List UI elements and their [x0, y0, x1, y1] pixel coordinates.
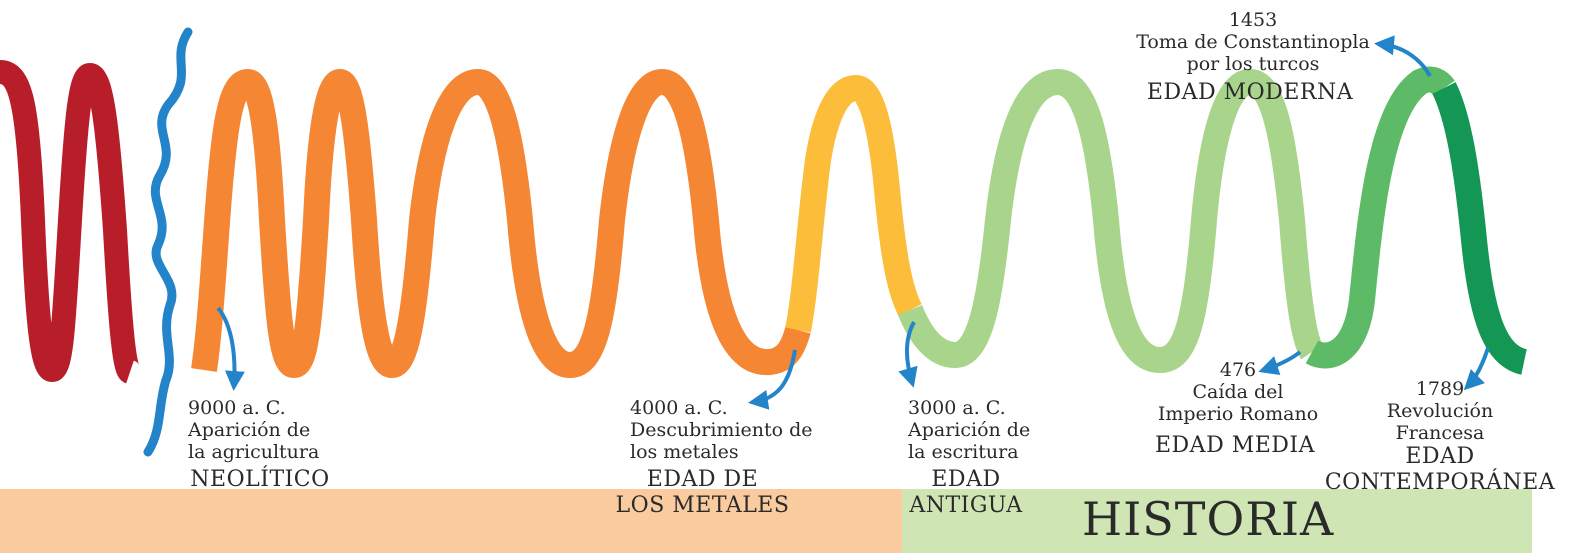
event-rome-line1: Caída del [1192, 381, 1284, 403]
event-writing-line1: Aparición de [908, 419, 1031, 441]
event-agriculture-line1: Aparición de [188, 419, 311, 441]
era-contemporary-line1: EDAD [1405, 444, 1475, 469]
event-constantinople-line2: por los turcos [1186, 53, 1320, 75]
era-neolithic-label: NEOLÍTICO [190, 467, 330, 492]
event-revolution: 1789 Revolución Francesa [1380, 378, 1500, 444]
era-middle: EDAD MEDIA [1140, 433, 1330, 459]
event-constantinople-line1: Toma de Constantinopla [1136, 31, 1370, 53]
event-constantinople: 1453 Toma de Constantinopla por los turc… [1128, 9, 1378, 75]
history-band [902, 489, 1532, 553]
era-middle-label: EDAD MEDIA [1154, 433, 1316, 458]
yellow-wave-segment [785, 74, 922, 333]
event-rome-line2: Imperio Romano [1157, 403, 1319, 425]
event-revolution-date: 1789 [1415, 378, 1465, 400]
event-agriculture: 9000 a. C. Aparición de la agricultura [188, 397, 319, 463]
arrow-constantinople [1374, 35, 1432, 78]
era-metals-line2: LOS METALES [615, 493, 790, 518]
event-constantinople-date: 1453 [1228, 9, 1278, 31]
arrow-writing [898, 321, 918, 388]
prehistory-band [0, 489, 902, 553]
orange-wave-segment [191, 68, 811, 379]
event-writing: 3000 a. C. Aparición de la escritura [908, 397, 1030, 463]
era-contemporary: EDAD CONTEMPORÁNEA [1312, 444, 1568, 496]
dark-green-wave-segment [1432, 82, 1528, 375]
event-revolution-line1: Revolución [1386, 400, 1494, 422]
arrow-rome [1258, 350, 1302, 376]
event-writing-date: 3000 a. C. [908, 397, 1006, 419]
arrow-agriculture [216, 306, 245, 391]
red-wave-segment [0, 60, 140, 384]
era-ancient: EDAD ANTIGUA [898, 467, 1034, 519]
blue-divider-line [143, 27, 193, 457]
era-metals: EDAD DE LOS METALES [600, 467, 805, 519]
event-rome: 476 Caída del Imperio Romano [1148, 359, 1328, 425]
event-metals-date: 4000 a. C. [630, 397, 728, 419]
event-metals: 4000 a. C. Descubrimiento de los metales [630, 397, 813, 463]
event-metals-line1: Descubrimiento de [630, 419, 813, 441]
era-ancient-line1: EDAD [931, 467, 1001, 492]
mid-green-wave-segment [1305, 66, 1455, 369]
arrow-metals [748, 349, 797, 410]
event-agriculture-line2: la agricultura [188, 441, 320, 463]
era-neolithic: NEOLÍTICO [160, 467, 360, 493]
history-band-label: HISTORIA [1082, 492, 1335, 546]
light-green-wave-segment [897, 68, 1324, 374]
era-ancient-line2: ANTIGUA [909, 493, 1023, 518]
arrow-revolution [1463, 347, 1490, 391]
era-metals-line1: EDAD DE [646, 467, 759, 492]
era-contemporary-line2: CONTEMPORÁNEA [1324, 470, 1556, 495]
event-revolution-line2: Francesa [1395, 422, 1485, 444]
era-modern-label: EDAD MODERNA [1146, 80, 1354, 105]
era-modern: EDAD MODERNA [1130, 80, 1370, 106]
event-writing-line2: la escritura [908, 441, 1019, 463]
event-rome-date: 476 [1219, 359, 1257, 381]
event-metals-line2: los metales [630, 441, 739, 463]
event-agriculture-date: 9000 a. C. [188, 397, 286, 419]
